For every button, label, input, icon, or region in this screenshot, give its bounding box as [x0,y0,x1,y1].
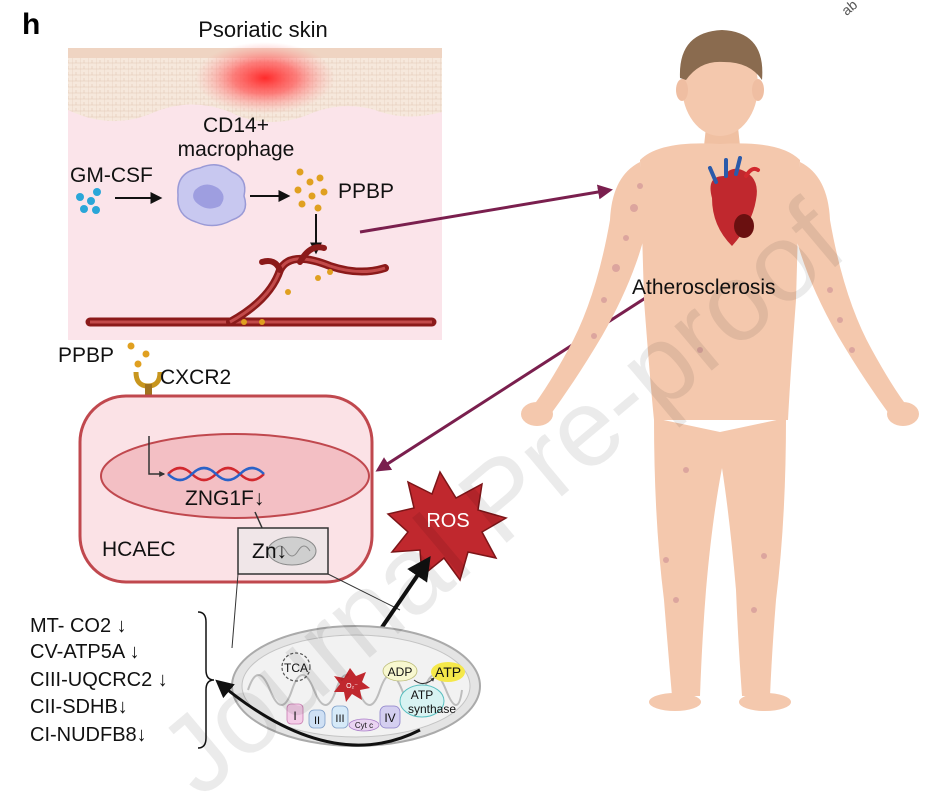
cytc-label: Cyt c [355,721,373,730]
protein-cv-atp5a: CV-ATP5A ↓ [30,641,140,663]
atherosclerosis-label: Atherosclerosis [632,276,776,299]
atp-label: ATP [435,664,461,680]
adp-label: ADP [388,665,413,679]
top-cut-text: ab [838,0,860,19]
ppbp-receptor-dots [127,342,150,368]
cxcr2-label: CXCR2 [160,366,231,389]
atp-bubble [431,662,465,682]
legs [654,418,786,696]
protein-brace [197,611,215,749]
ros-label: ROS [426,510,469,532]
protein-ciii-uqcrc2: CIII-UQCRC2 ↓ [30,669,168,691]
nucleus [100,433,370,519]
right-arm [794,162,910,418]
zng1f-label: ZNG1F↓ [185,487,264,510]
electron-transport-chain [286,703,401,732]
hair [679,30,763,80]
dna-helix [167,466,265,482]
zoom-line-right [327,573,401,611]
gm-csf-label: GM-CSF [70,164,153,187]
inflammation-spot [195,42,335,114]
tca-cycle-icon [281,652,311,682]
hcaec-label: HCAEC [102,538,176,561]
adp-atp-arrow [413,677,435,684]
signal-line [148,436,166,477]
panel-label: h [22,8,40,41]
zn-box [237,527,329,575]
macrophage-cell [177,164,247,227]
gm-csf-dots [76,188,101,214]
ppbp-dots [294,168,328,212]
psoriatic-skin-title: Psoriatic skin [198,17,328,42]
ppbp-top-label: PPBP [338,180,394,203]
protein-mt-co2: MT- CO2 ↓ [30,615,127,637]
atp-synthase-label-1: ATP [411,688,433,702]
complex-2-label: II [314,715,320,727]
complex-4-label: IV [384,711,395,725]
protein-cii-sdhb: CII-SDHB↓ [30,696,128,718]
arrow-mito-proteins [215,679,421,747]
complex-3-label: III [335,713,344,725]
ppbp-receptor-label: PPBP [58,344,114,367]
superoxide-label: O₂⁻ [346,683,358,690]
superoxide-burst [334,668,370,702]
torso [640,143,800,421]
left-arm [530,162,646,418]
protein-ci-nudfb8: CI-NUDFB8↓ [30,724,147,746]
zn-label: Zn↓ [252,540,287,563]
atp-synthase [399,684,445,718]
atp-synthase-label-2: synthase [408,702,456,716]
arrow-skin-to-heart [359,184,613,234]
arrow-zng1f-zn [254,511,264,531]
skin-panel [68,42,442,340]
heart-icon [708,156,760,246]
zoom-line-left [231,573,239,649]
adp-bubble [382,660,418,682]
ppbp-in-vessel [241,269,333,325]
human-body [521,30,919,711]
complex-1-label: I [293,709,296,723]
psoriasis-lesions [591,183,855,613]
ros-burst [386,470,508,582]
cd14-label-line2: macrophage [178,138,295,161]
tca-label: TCA [284,661,308,675]
cd14-label-line1: CD14+ [203,114,269,137]
